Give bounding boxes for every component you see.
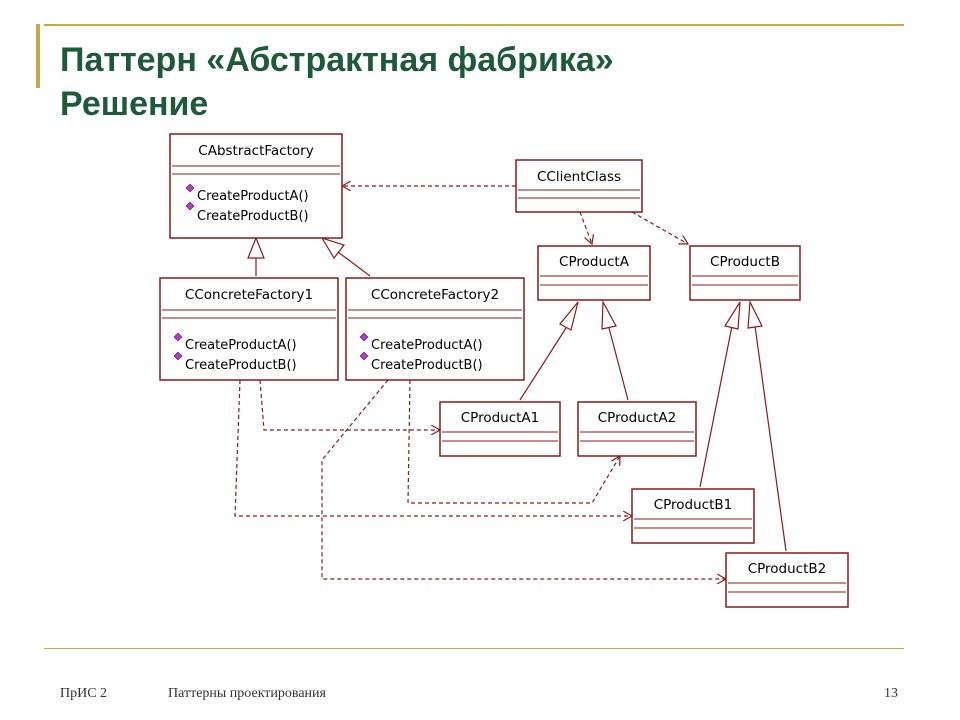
class-box <box>345 277 525 381</box>
operation-label: CreateProductB() <box>371 358 483 373</box>
operation-icon <box>359 351 369 361</box>
class-cconcretefactory2[interactable]: CConcreteFactory2 CreateProductA() Creat… <box>345 277 525 381</box>
class-name: CAbstractFactory <box>198 143 313 159</box>
class-box <box>631 488 755 544</box>
slide-title-line1: Паттерн «Абстрактная фабрика» <box>60 41 614 79</box>
generalization-arrowheads <box>247 236 763 331</box>
class-box <box>439 401 561 457</box>
class-box <box>159 277 339 381</box>
operation-label: CreateProductB() <box>185 358 297 373</box>
triangle-productb1 <box>724 301 741 330</box>
class-name: CProductA1 <box>461 410 540 426</box>
class-box <box>725 552 849 608</box>
class-cproducta2[interactable]: CProductA2 <box>577 401 697 457</box>
class-box <box>537 245 651 301</box>
class-box <box>515 159 643 213</box>
generalization-producta2-line <box>608 327 629 401</box>
generalization-factory2-line <box>337 251 371 277</box>
generalization-producta1-line <box>519 327 567 401</box>
class-name: CProductB1 <box>654 497 733 513</box>
operation-label: CreateProductA() <box>185 338 297 353</box>
class-name: CConcreteFactory1 <box>185 287 313 303</box>
triangle-productb2 <box>747 299 763 329</box>
operation-label: CreateProductA() <box>371 338 483 353</box>
class-cproductb1[interactable]: CProductB1 <box>631 488 755 544</box>
class-name: CProductA <box>559 254 630 270</box>
dependency-lines <box>234 186 726 579</box>
triangle-factory2 <box>320 236 345 260</box>
operation-icon <box>173 351 183 361</box>
class-box <box>689 245 801 301</box>
class-name: CProductB <box>710 254 780 270</box>
operation-icon <box>185 201 195 211</box>
class-cproducta[interactable]: CProductA <box>537 245 651 301</box>
class-cproducta1[interactable]: CProductA1 <box>439 401 561 457</box>
class-cproductb2[interactable]: CProductB2 <box>725 552 849 608</box>
triangle-producta1 <box>559 301 579 331</box>
generalization-productb1-line <box>699 325 733 488</box>
class-name: CConcreteFactory2 <box>371 287 499 303</box>
dependency-client-to-productb <box>631 211 688 244</box>
operation-label: CreateProductA() <box>197 189 309 204</box>
slide-title: Паттерн «Абстрактная фабрика» Решение <box>60 38 614 126</box>
class-cproductb[interactable]: CProductB <box>689 245 801 301</box>
triangle-factory1 <box>247 236 265 259</box>
generalization-productb2-line <box>754 325 787 552</box>
operation-label: CreateProductB() <box>197 209 309 224</box>
footer-divider <box>44 648 904 649</box>
left-accent-bar <box>36 24 40 88</box>
class-name: CProductB2 <box>748 561 827 577</box>
operation-icon <box>359 332 369 342</box>
dependency-factory2-to-productb2 <box>321 379 726 579</box>
operation-icon <box>185 183 195 193</box>
generalization-lines <box>255 251 787 552</box>
dependency-client-to-producta <box>579 211 592 244</box>
page-number: 13 <box>884 686 898 701</box>
top-accent-line <box>44 24 904 26</box>
footer-topic: Паттерны проектирования <box>168 686 326 701</box>
footer-course: ПрИС 2 <box>60 686 108 701</box>
class-name: CProductA2 <box>598 410 677 426</box>
class-box <box>169 133 343 239</box>
class-name: CClientClass <box>537 169 621 185</box>
slide-title-line2: Решение <box>60 85 209 123</box>
triangle-producta2 <box>601 299 617 330</box>
class-cconcretefactory1[interactable]: CConcreteFactory1 CreateProductA() Creat… <box>159 277 339 381</box>
dependency-factory1-to-producta1 <box>259 379 440 430</box>
operation-icon <box>173 332 183 342</box>
class-box <box>577 401 697 457</box>
class-cabstractfactory[interactable]: CAbstractFactory CreateProductA() Create… <box>169 133 343 239</box>
dependency-factory1-to-productb1 <box>234 379 632 516</box>
class-cclientclass[interactable]: CClientClass <box>515 159 643 213</box>
